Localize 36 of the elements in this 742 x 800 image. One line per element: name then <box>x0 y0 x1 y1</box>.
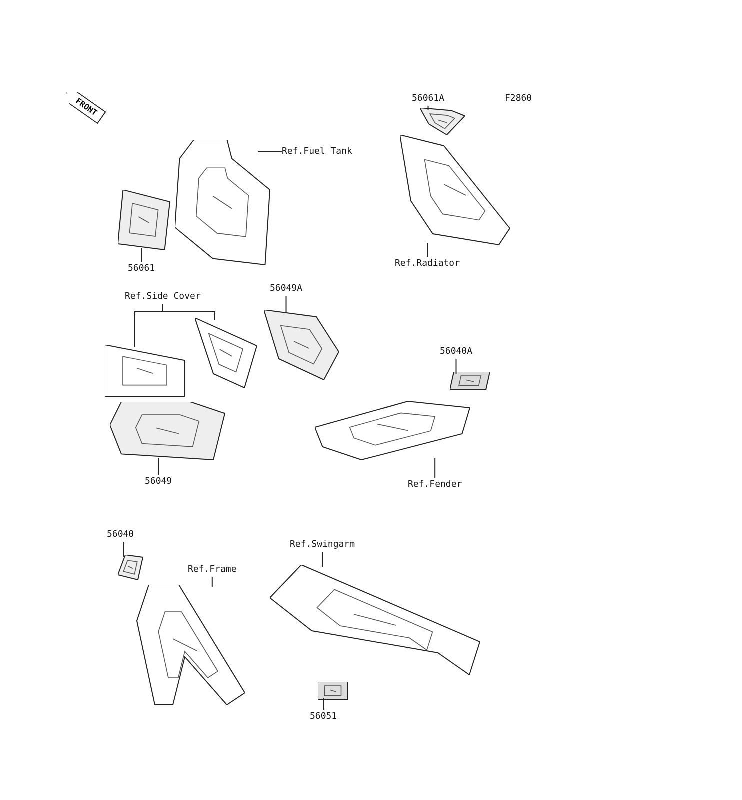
part-number: 56049A <box>270 282 303 296</box>
side-cover-drawing <box>195 318 257 388</box>
reference-label: Ref.Fender <box>408 478 462 492</box>
decal-drawing <box>110 402 225 460</box>
part-number: 56049 <box>145 475 172 489</box>
reference-label: Ref.Fuel Tank <box>282 145 352 159</box>
reference-label: Ref.Side Cover <box>125 290 201 304</box>
leader-line <box>456 358 457 374</box>
figure-code: F2860 <box>505 93 532 106</box>
leader-line <box>212 576 213 588</box>
radiator-shroud-drawing <box>400 135 510 245</box>
leader-line <box>428 106 429 110</box>
leader-line <box>141 248 142 262</box>
side-cover-drawing <box>105 345 185 397</box>
part-number: 56061 <box>128 262 156 276</box>
decal-drawing <box>264 310 339 380</box>
decal-drawing <box>450 372 490 390</box>
leader-line <box>434 458 436 478</box>
leader-line <box>427 242 428 258</box>
leader-line <box>162 304 216 320</box>
leader-line <box>322 552 324 568</box>
reference-label: Ref.Frame <box>188 563 237 577</box>
part-number: 56040A <box>440 345 473 359</box>
fuel-tank-drawing <box>175 140 270 265</box>
decal-drawing <box>118 555 143 580</box>
reference-label: Ref.Radiator <box>395 257 460 271</box>
swingarm-drawing <box>270 565 480 675</box>
part-number: 56061A <box>412 92 445 106</box>
leader-line <box>158 458 160 476</box>
decal-drawing <box>118 190 170 250</box>
decal-drawing <box>318 682 348 700</box>
part-number: 56051 <box>310 710 338 724</box>
decal-drawing <box>420 108 465 135</box>
reference-label: Ref.Swingarm <box>290 538 356 552</box>
part-number: 56040 <box>107 528 134 542</box>
leader-line <box>286 296 287 312</box>
